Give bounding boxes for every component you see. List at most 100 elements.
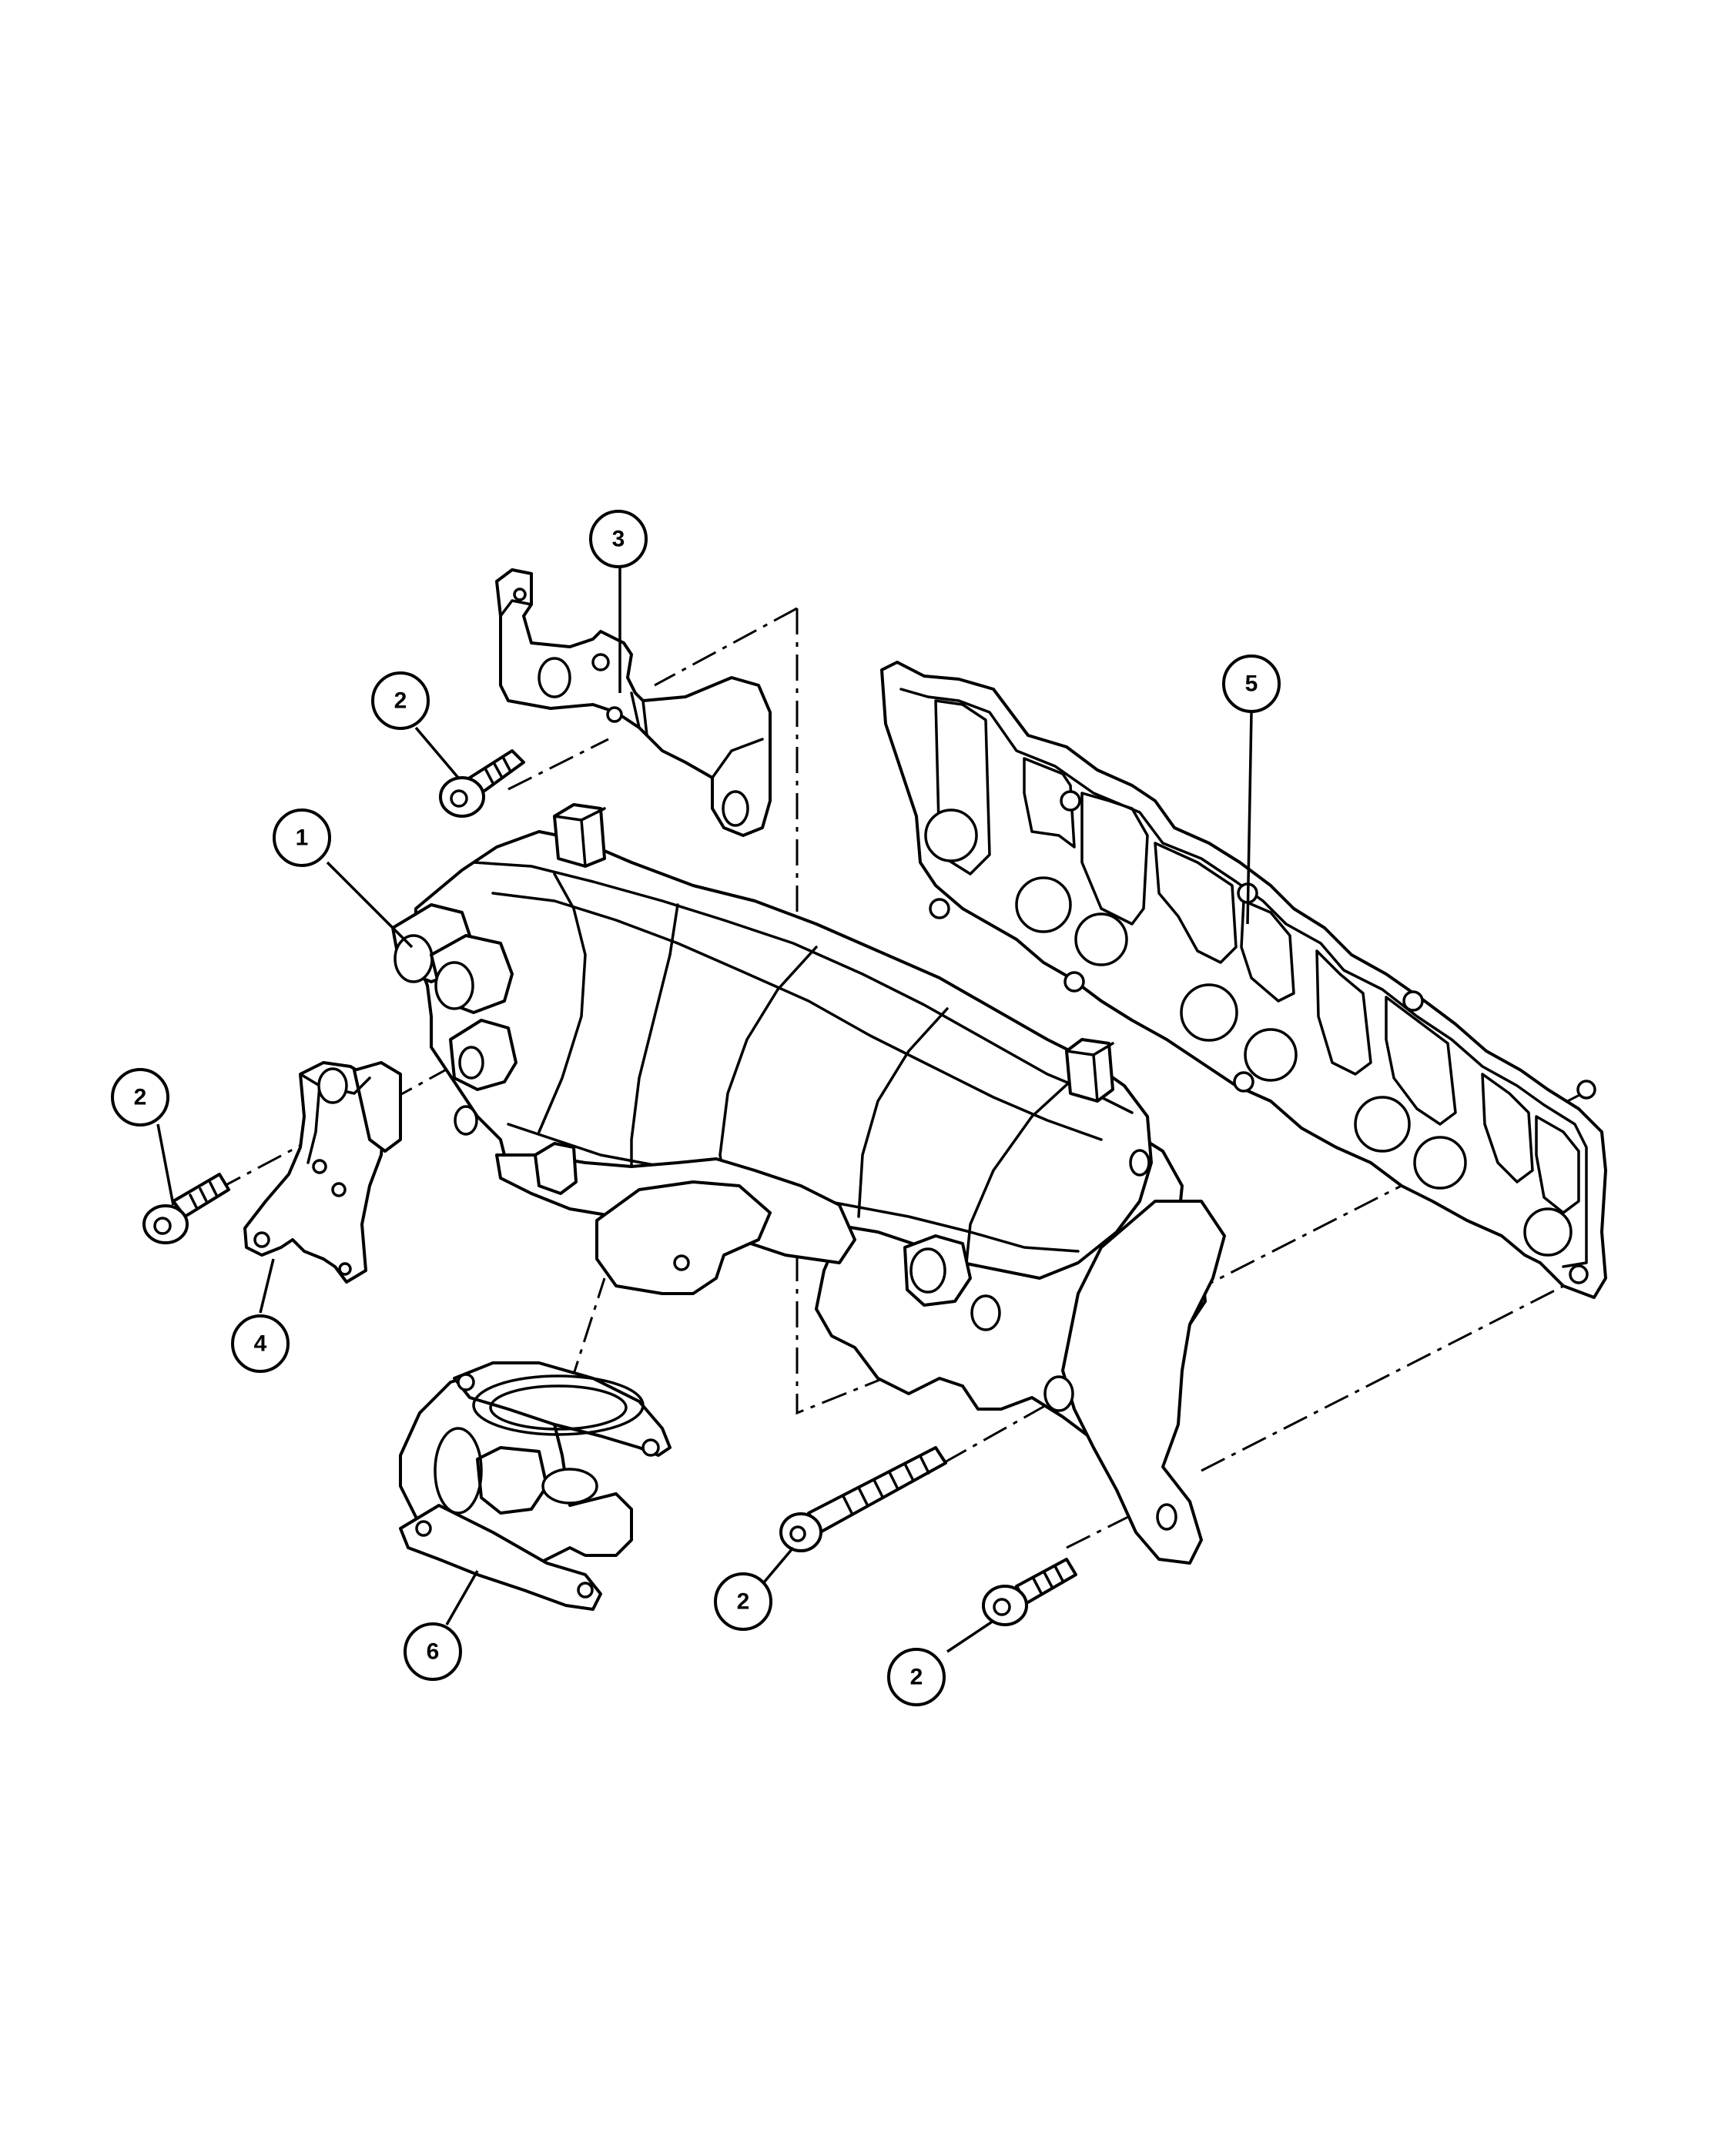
bolt-upper-left-thread	[484, 757, 512, 785]
callout-4-label: 4	[254, 1331, 267, 1357]
bracket-4-hole-5	[338, 1262, 352, 1276]
callout-1: 1	[273, 808, 331, 867]
boss-hole-top-left	[394, 934, 434, 983]
gasket-bolt-hole-5	[1063, 971, 1085, 993]
intake-gasket	[880, 661, 1607, 1299]
boss-hole-mid-left	[458, 1046, 484, 1080]
manifold-rib-mid	[491, 892, 1103, 1141]
centerline-throttle-body	[568, 1277, 606, 1387]
gasket-bolt-hole-2	[1060, 790, 1081, 812]
bolt-long-socket	[789, 1525, 806, 1542]
throttle-body-flange-top	[453, 1361, 672, 1457]
bracket-4-hole-2	[312, 1159, 327, 1174]
gasket-outline	[880, 661, 1607, 1299]
gasket-inner-edge	[899, 688, 1588, 1268]
leader-2d	[946, 1619, 994, 1653]
gasket-bolt-hole-4	[1402, 990, 1424, 1012]
throttle-body-bore-inner	[489, 1384, 628, 1431]
callout-2b-label: 2	[134, 1085, 147, 1110]
gasket-port-4	[1154, 842, 1238, 964]
callout-1-circle	[273, 808, 331, 867]
callout-5: 5	[1222, 654, 1281, 713]
bracket-4-hole-top	[317, 1067, 348, 1104]
bracket-4-hole-4	[253, 1231, 270, 1248]
gasket-port-9	[1535, 1115, 1580, 1214]
boss-hole-right-1	[1129, 1149, 1151, 1177]
manifold-rib-arch-2	[630, 903, 679, 1195]
boss-hole-right-5	[1156, 1503, 1177, 1531]
bolt-left-socket	[153, 1217, 172, 1235]
manifold-top-tab-right	[1065, 1038, 1114, 1103]
bolt-upper-left	[439, 749, 525, 818]
leader-2c	[762, 1546, 795, 1584]
bracket-3-hole-top	[513, 588, 527, 601]
bolt-left	[142, 1173, 230, 1244]
gasket-round-port-2	[1015, 876, 1072, 933]
callout-5-circle	[1222, 654, 1281, 713]
leader-2a	[414, 726, 460, 779]
side-bracket	[243, 1061, 402, 1284]
bracket-3-hole-mid	[591, 653, 610, 671]
gasket-round-port-1	[924, 808, 978, 862]
callout-4: 4	[231, 1314, 290, 1373]
bolt-long-thread	[842, 1455, 930, 1515]
gasket-round-port-3	[1074, 912, 1128, 966]
callout-6-circle	[404, 1622, 462, 1681]
callout-2-bottom-right: 2	[887, 1648, 946, 1706]
gasket-port-7	[1385, 996, 1457, 1126]
throttle-body-hole-2	[641, 1438, 660, 1457]
centerline-gasket-lower	[1201, 1273, 1587, 1472]
callout-3: 3	[589, 510, 648, 568]
callout-1-label: 1	[296, 825, 309, 851]
bracket-3-fold	[499, 599, 764, 779]
callout-6-label: 6	[427, 1639, 440, 1665]
leader-5	[1246, 711, 1253, 925]
callout-3-circle	[589, 510, 648, 568]
boss-hole-right-4	[1043, 1375, 1074, 1412]
gasket-round-port-8	[1523, 1207, 1573, 1257]
bolt-long	[779, 1446, 947, 1552]
callout-2-bottom-center: 2	[714, 1572, 772, 1631]
callout-4-circle	[231, 1314, 290, 1373]
leader-2b	[156, 1123, 175, 1206]
centerline-bolt-upper-left	[507, 738, 609, 791]
bolt-lower	[982, 1558, 1077, 1626]
gasket-round-port-5	[1244, 1028, 1298, 1082]
throttle-body-base-flange	[399, 1504, 602, 1611]
leader-4	[259, 1258, 275, 1314]
gasket-round-port-4	[1180, 983, 1238, 1042]
boss-hole-right-2	[909, 1247, 946, 1294]
centerline-bolt-left	[216, 1142, 305, 1191]
gasket-bolt-hole-1	[929, 898, 950, 919]
gasket-port-5	[1240, 899, 1295, 1003]
gasket-bolt-hole-6	[1233, 1071, 1254, 1093]
bracket-3-hole-large	[538, 657, 571, 698]
manifold-top-tab-right-face	[1065, 1042, 1114, 1103]
manifold-top-tab-left	[553, 803, 606, 868]
callout-2-upper-left: 2	[371, 671, 430, 730]
gasket-round-port-6	[1354, 1096, 1411, 1153]
centerline-bracket3-horizontal	[654, 607, 798, 687]
bolt-left-thread	[189, 1181, 219, 1210]
centerline-bracket3-to-manifold	[796, 608, 894, 1415]
manifold-rib-top	[472, 861, 1134, 1114]
throttle-body-sensor	[476, 1446, 548, 1515]
gasket-round-port-7	[1413, 1136, 1467, 1190]
gasket-port-2	[1023, 757, 1076, 849]
callout-2c-circle	[714, 1572, 772, 1631]
throttle-body-hole-3	[415, 1520, 432, 1537]
bracket-3-hole-lower	[722, 790, 749, 827]
bracket-3-hole-small	[606, 706, 623, 723]
manifold-top-tab-left-face	[553, 807, 606, 868]
gasket-port-8	[1481, 1073, 1534, 1183]
gasket-port-3	[1080, 792, 1149, 926]
manifold-rib-arch-4	[857, 1007, 949, 1218]
bolt-lower-thread	[1032, 1565, 1064, 1595]
manifold-side-tab	[534, 1142, 578, 1195]
callout-2d-circle	[887, 1648, 946, 1706]
boss-hole-low-left	[454, 1105, 478, 1136]
callout-2a-circle	[371, 671, 430, 730]
callout-2b-circle	[111, 1068, 169, 1127]
gasket-bolt-hole-8	[1569, 1264, 1589, 1284]
